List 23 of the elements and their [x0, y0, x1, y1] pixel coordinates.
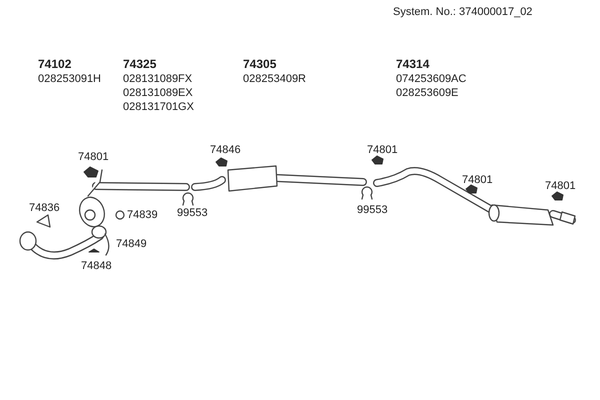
callout-number: 74801 [545, 180, 576, 193]
callout-number: 74801 [78, 151, 109, 164]
callout-number: 74801 [367, 144, 398, 157]
callout-number: 74839 [127, 209, 158, 222]
part-number-heading: 74305 [243, 58, 276, 71]
callout-number: 74849 [116, 238, 147, 251]
part-number: 028131089FX [123, 73, 192, 86]
part-number-heading: 74102 [38, 58, 72, 71]
part-number: 028253609E [396, 87, 458, 100]
callout-number: 99553 [357, 204, 388, 217]
part-number: 028131701GX [123, 101, 194, 114]
part-number: 028253091H [38, 73, 102, 86]
part-number: 074253609AC [396, 73, 466, 86]
callout-number: 99553 [177, 207, 208, 220]
callout-number: 74836 [29, 202, 60, 215]
system-number: System. No.: 374000017_02 [393, 6, 532, 19]
callout-number: 74848 [81, 260, 112, 273]
part-number: 028253409R [243, 73, 306, 86]
part-number-heading: 74314 [396, 58, 430, 71]
callout-number: 74846 [210, 144, 241, 157]
part-number: 028131089EX [123, 87, 193, 100]
part-number-heading: 74325 [123, 58, 156, 71]
callout-number: 74801 [462, 174, 493, 187]
